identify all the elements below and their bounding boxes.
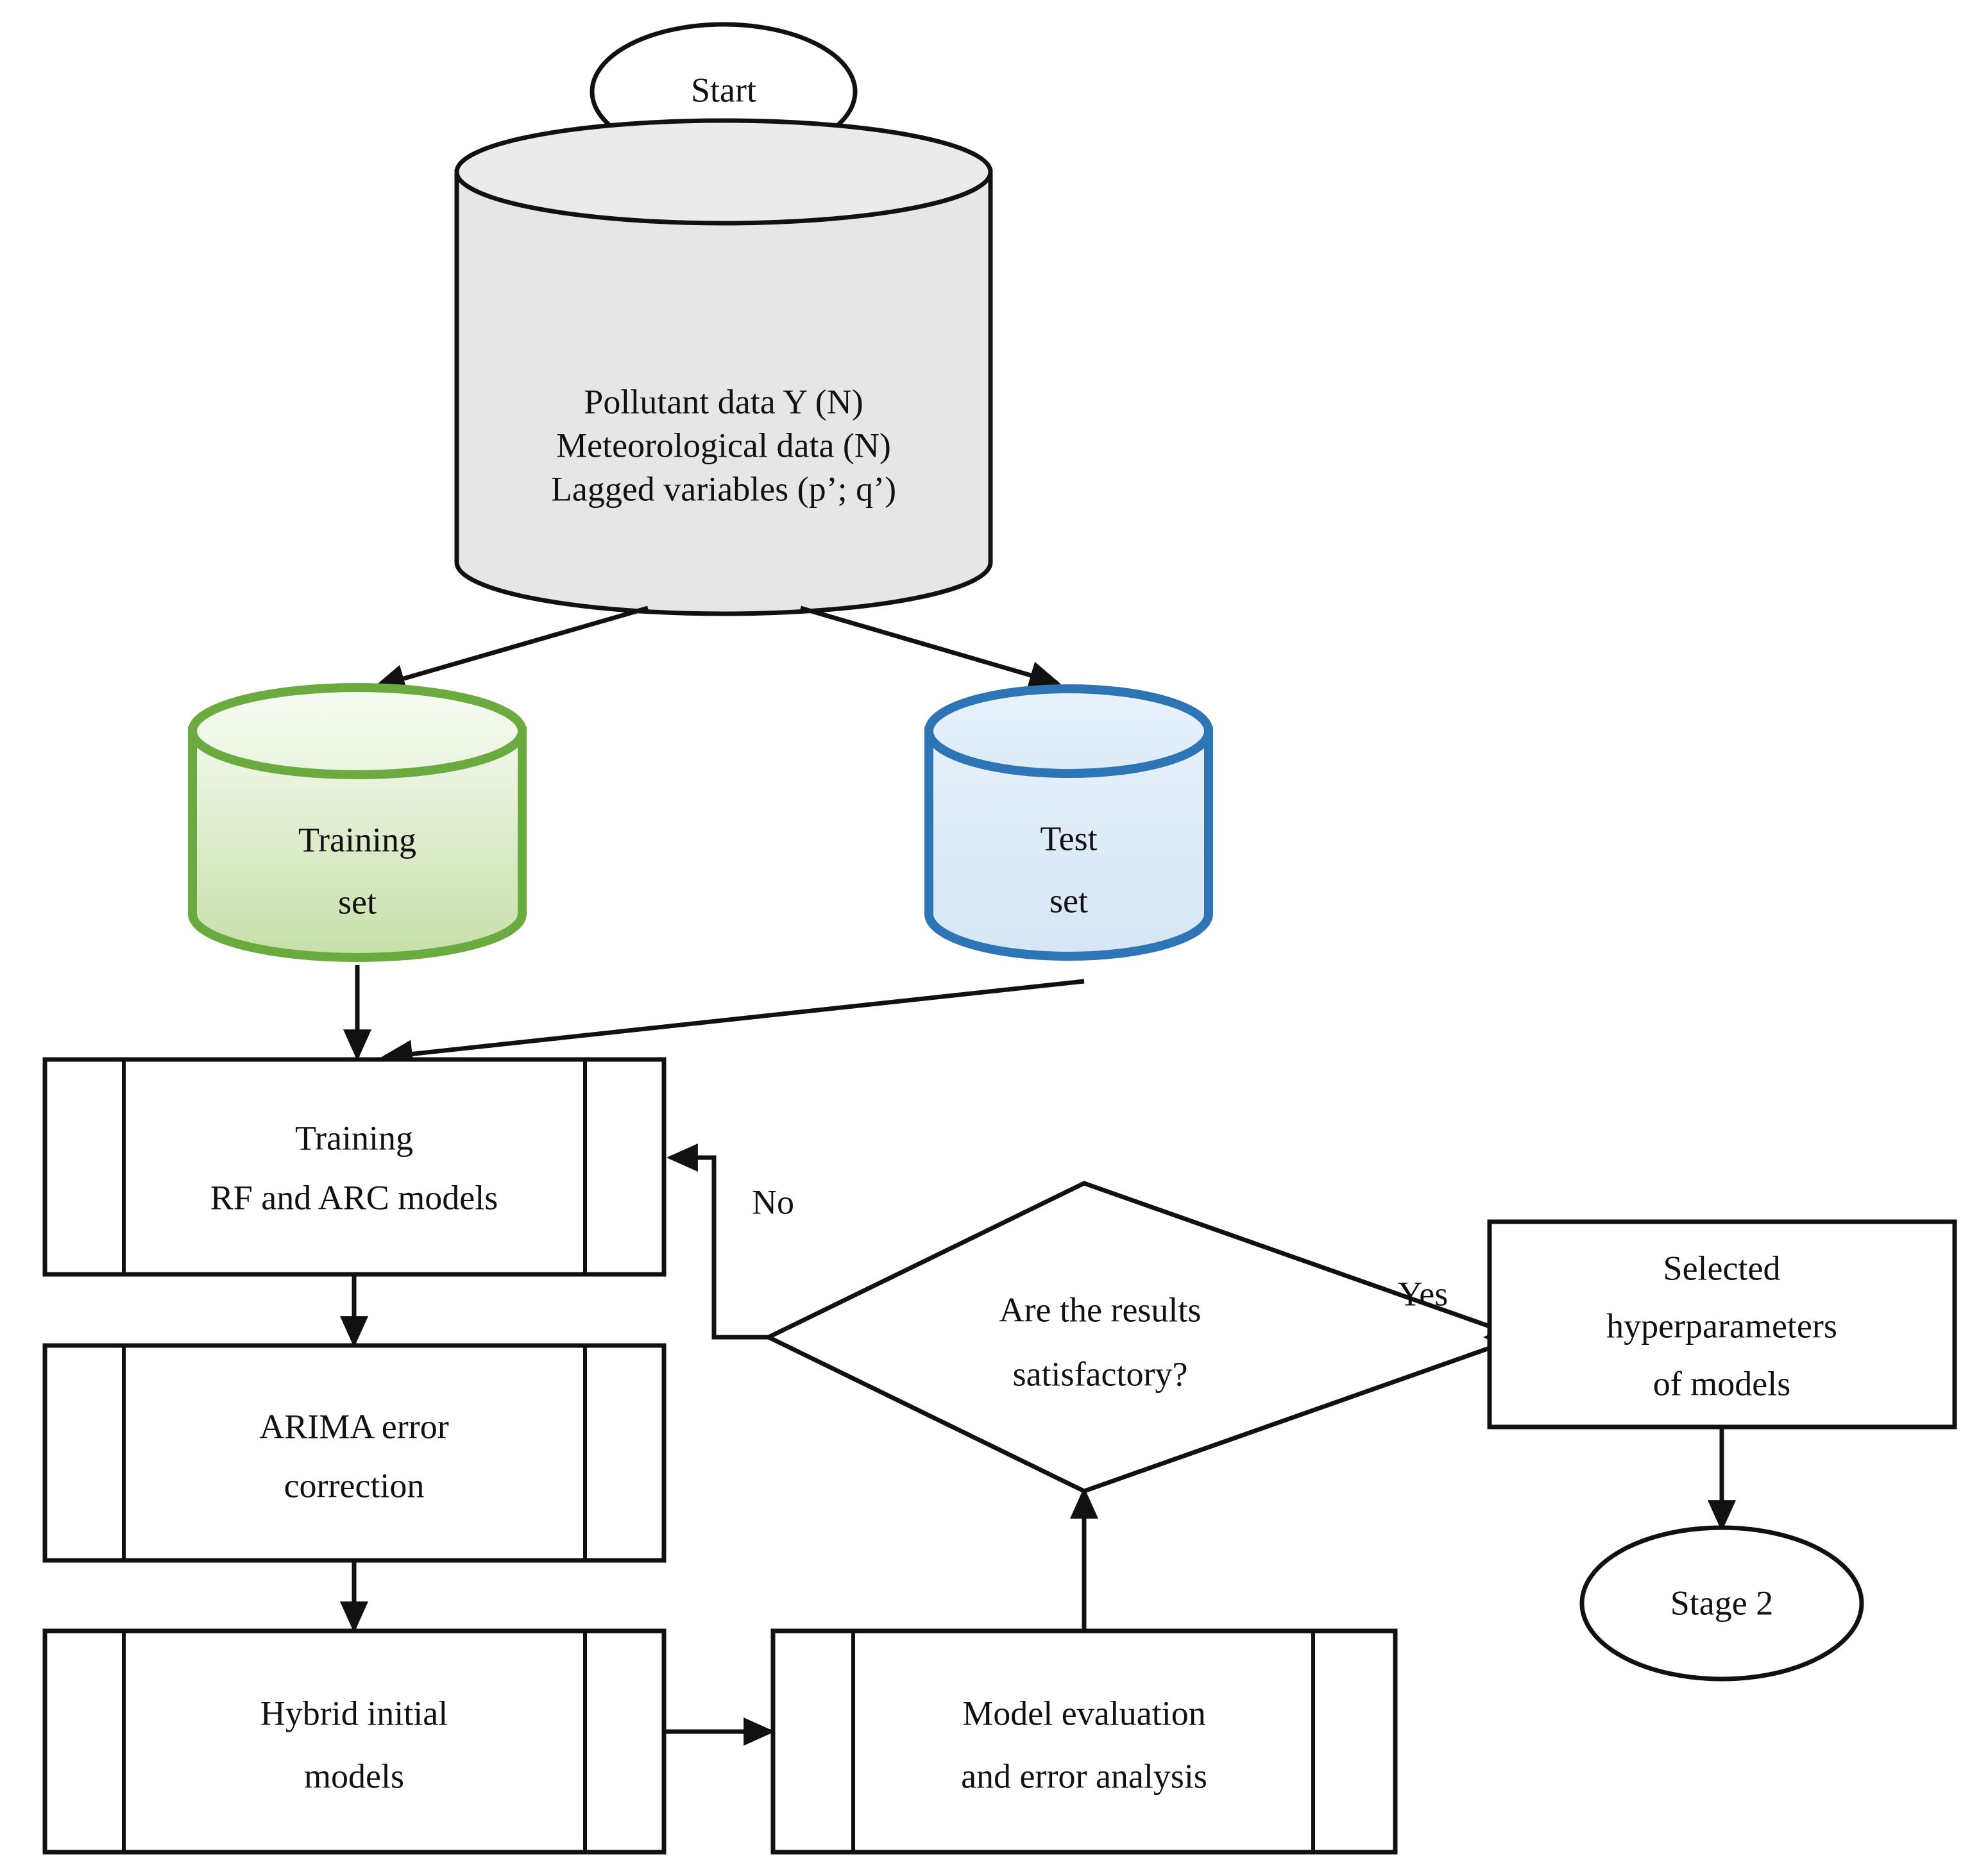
- decision-diamond: [763, 1181, 1527, 1494]
- input-data-line-2: Meteorological data (N): [556, 426, 891, 464]
- model-evaluation-line-1: Model evaluation: [962, 1694, 1205, 1732]
- decision-line-1: Are the results: [999, 1290, 1202, 1329]
- node-stage2[interactable]: Stage 2: [1579, 1525, 1864, 1682]
- arima-correction-line-1: ARIMA error: [259, 1407, 448, 1446]
- input-data-cylinder-body: [454, 169, 993, 616]
- edge-label-yes: Yes: [1398, 1274, 1449, 1313]
- start-label: Start: [691, 71, 756, 109]
- training-set-cylinder-body: [188, 727, 527, 962]
- training-set-line-1: Training: [298, 820, 416, 859]
- node-training-models[interactable]: Training RF and ARC models: [42, 1057, 667, 1277]
- arima-correction-line-2: correction: [284, 1466, 425, 1505]
- training-models-box: [42, 1057, 667, 1277]
- node-model-evaluation[interactable]: Model evaluation and error analysis: [770, 1628, 1398, 1855]
- model-evaluation-box: [770, 1628, 1398, 1855]
- edge-decision-no: [666, 1143, 769, 1340]
- test-set-cylinder-top: [924, 684, 1213, 778]
- edge-input-to-test-set: [800, 605, 1061, 689]
- training-models-line-1: Training: [295, 1118, 413, 1157]
- test-set-cylinder-body: [924, 727, 1213, 961]
- decision-line-2: satisfactory?: [1013, 1354, 1188, 1393]
- node-decision[interactable]: Are the results satisfactory?: [763, 1181, 1527, 1494]
- selected-hyperparameters-line-1: Selected: [1663, 1249, 1781, 1287]
- node-test-set[interactable]: Test set: [924, 684, 1213, 961]
- training-set-cylinder-top: [188, 683, 527, 779]
- node-selected-hyperparameters[interactable]: Selected hyperparameters of models: [1487, 1219, 1957, 1430]
- selected-hyperparameters-box: [1487, 1219, 1957, 1430]
- selected-hyperparameters-line-2: hyperparameters: [1606, 1306, 1837, 1345]
- input-data-line-3: Lagged variables (p’; q’): [551, 469, 896, 508]
- stage2-ellipse: [1579, 1525, 1864, 1682]
- test-set-line-1: Test: [1040, 819, 1097, 857]
- hybrid-models-line-1: Hybrid initial: [260, 1694, 448, 1732]
- selected-hyperparameters-line-3: of models: [1653, 1364, 1790, 1403]
- node-training-set[interactable]: Training set: [188, 683, 527, 962]
- edge-label-no: No: [752, 1183, 794, 1221]
- training-models-line-2: RF and ARC models: [210, 1178, 498, 1217]
- node-hybrid-models[interactable]: Hybrid initial models: [42, 1628, 667, 1855]
- node-input-data[interactable]: Pollutant data Y (N) Meteorological data…: [454, 118, 993, 616]
- training-set-line-2: set: [338, 882, 377, 921]
- hybrid-models-box: [42, 1628, 667, 1855]
- arima-correction-box: [42, 1343, 667, 1563]
- edge-input-to-training-set: [373, 605, 649, 693]
- stage2-label: Stage 2: [1670, 1583, 1773, 1622]
- hybrid-models-line-2: models: [304, 1757, 404, 1795]
- input-data-cylinder-top: [454, 118, 993, 226]
- node-arima-correction[interactable]: ARIMA error correction: [42, 1343, 667, 1563]
- edge-test-set-to-training-box: [380, 979, 1085, 1068]
- model-evaluation-line-2: and error analysis: [961, 1757, 1207, 1795]
- test-set-line-2: set: [1049, 881, 1088, 920]
- input-data-line-1: Pollutant data Y (N): [584, 382, 863, 421]
